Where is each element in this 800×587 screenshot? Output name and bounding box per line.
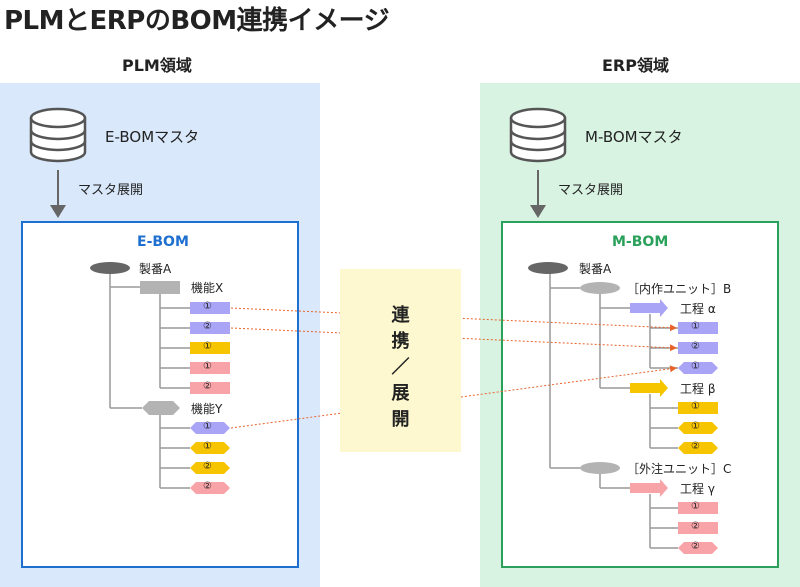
ebom-part-y1-label: ① [203, 421, 212, 432]
erp-domain-label: ERP領域 [602, 56, 669, 75]
process-beta-label: 工程 β [680, 382, 716, 396]
ebom-function-x-label: 機能X [191, 281, 224, 295]
mbom-beta-part-3 [678, 442, 718, 454]
process-alpha-label: 工程 α [680, 302, 716, 316]
ebom-part-y4 [190, 482, 230, 494]
ebom-part-y3 [190, 462, 230, 474]
mbom-product-node-icon [528, 262, 568, 274]
mbom-expand-label: マスタ展開 [558, 183, 624, 198]
process-alpha-arrow-icon [630, 299, 668, 317]
mbom-alpha-part-1-label: ① [691, 321, 700, 332]
ebom-function-y-node [142, 401, 180, 415]
ebom-product-label: 製番A [139, 262, 172, 276]
mbom-gamma-part-2 [678, 522, 718, 534]
ebom-part-x5-label: ② [203, 381, 212, 392]
center-char-3-front: ／ [391, 357, 410, 378]
ebom-master-label: E-BOMマスタ [105, 128, 200, 146]
mbom-product-label: 製番A [579, 262, 612, 276]
mbom-alpha-part-2-label: ② [691, 341, 700, 352]
mbom-beta-part-2-label: ① [691, 421, 700, 432]
process-gamma-label: 工程 γ [680, 482, 715, 496]
mbom-alpha-part-3 [678, 362, 718, 374]
ebom-part-y1 [190, 422, 230, 434]
mbom-beta-part-1-label: ① [691, 401, 700, 412]
ebom-box [21, 221, 299, 568]
mbom-internal-unit-node [580, 282, 620, 294]
mbom-alpha-part-3-label: ① [691, 361, 700, 372]
ebom-master-database-icon [29, 107, 87, 163]
center-char-5-front: 開 [391, 409, 410, 430]
link-expand-box-front: 連 携 ／ 展 開 [340, 269, 461, 452]
mbom-beta-part-2 [678, 422, 718, 434]
ebom-part-x2 [190, 322, 230, 334]
mbom-expand-arrow-icon [530, 170, 546, 218]
ebom-expand-label: マスタ展開 [78, 183, 144, 198]
mbom-master-database-icon [509, 107, 567, 163]
ebom-part-y2 [190, 442, 230, 454]
mbom-gamma-part-3 [678, 542, 718, 554]
mbom-beta-part-1 [678, 402, 718, 414]
center-char-1-front: 連 [391, 305, 410, 326]
center-char-4-front: 展 [391, 383, 410, 404]
ebom-product-node-icon [90, 262, 130, 274]
ebom-expand-arrow-icon [50, 170, 66, 218]
mbom-gamma-part-1-label: ① [691, 501, 700, 512]
ebom-part-y2-label: ① [203, 441, 212, 452]
ebom-function-x-node [140, 281, 180, 294]
mbom-internal-unit-label: ［内作ユニット］B [627, 282, 732, 296]
process-beta-arrow-icon [630, 379, 668, 397]
mbom-tree-lines [549, 268, 678, 549]
mbom-alpha-part-1 [678, 322, 718, 334]
mbom-gamma-part-2-label: ② [691, 521, 700, 532]
ebom-function-y-label: 機能Y [191, 402, 223, 416]
ebom-part-x2-label: ② [203, 321, 212, 332]
ebom-part-x4-label: ① [203, 361, 212, 372]
mbom-gamma-part-1 [678, 502, 718, 514]
ebom-part-x3-label: ① [203, 341, 212, 352]
ebom-title: E-BOM [137, 234, 189, 250]
mbom-alpha-part-2 [678, 342, 718, 354]
mbom-master-label: M-BOMマスタ [585, 128, 683, 146]
ebom-part-y3-label: ② [203, 461, 212, 472]
mbom-box [501, 221, 779, 568]
ebom-part-x3 [190, 342, 230, 354]
mbom-external-unit-label: ［外注ユニット］C [627, 462, 732, 476]
ebom-part-x4 [190, 362, 230, 374]
process-gamma-arrow-icon [630, 479, 668, 497]
mbom-gamma-part-3-label: ② [691, 541, 700, 552]
mbom-beta-part-3-label: ② [691, 441, 700, 452]
center-char-2-front: 携 [391, 331, 410, 352]
ebom-tree-lines [109, 268, 190, 489]
ebom-part-y4-label: ② [203, 481, 212, 492]
plm-domain-label: PLM領域 [122, 56, 192, 75]
mbom-external-unit-node [580, 462, 620, 474]
page-title: PLMとERPのBOM連携イメージ [4, 6, 390, 36]
ebom-part-x1-label: ① [203, 301, 212, 312]
ebom-part-x1 [190, 302, 230, 314]
mbom-title: M-BOM [612, 234, 669, 250]
ebom-part-x5 [190, 382, 230, 394]
